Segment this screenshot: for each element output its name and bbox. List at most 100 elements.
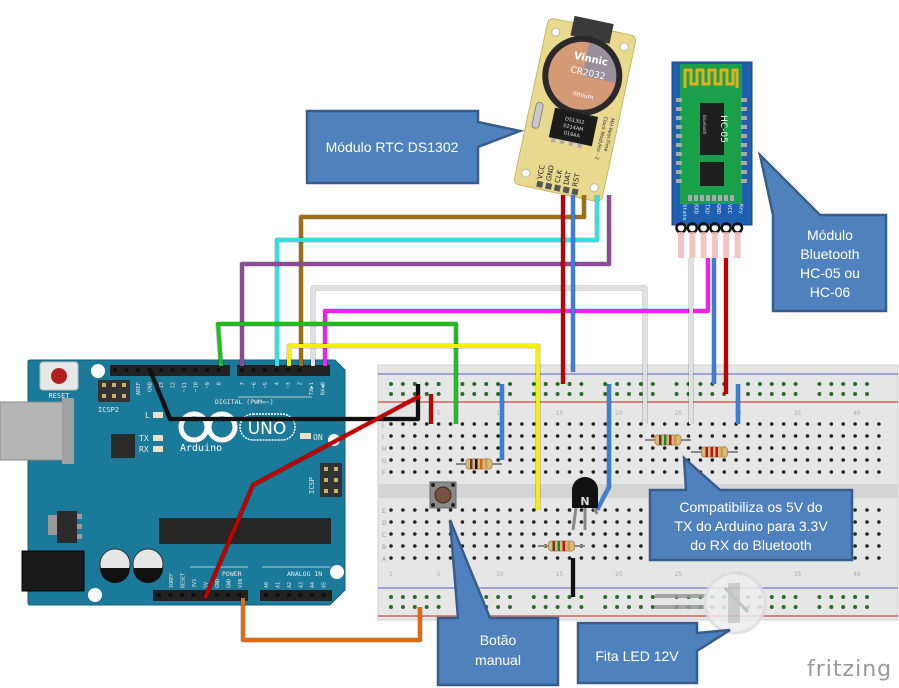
rail-hole[interactable] <box>793 605 798 609</box>
breadboard-hole[interactable] <box>877 470 881 474</box>
breadboard-hole[interactable] <box>639 508 643 512</box>
breadboard-hole[interactable] <box>567 470 572 474</box>
breadboard-hole[interactable] <box>520 458 524 462</box>
rail-hole[interactable] <box>698 392 703 396</box>
breadboard-hole[interactable] <box>627 544 631 548</box>
breadboard-hole[interactable] <box>555 508 560 512</box>
breadboard-hole[interactable] <box>567 446 572 450</box>
rail-hole[interactable] <box>424 595 429 599</box>
rail-hole[interactable] <box>496 595 501 599</box>
breadboard-hole[interactable] <box>389 458 393 462</box>
rail-hole[interactable] <box>400 382 405 386</box>
breadboard-hole[interactable] <box>484 556 489 560</box>
breadboard-hole[interactable] <box>496 470 500 474</box>
header-pin[interactable] <box>170 368 175 372</box>
breadboard-hole[interactable] <box>508 434 512 438</box>
breadboard-hole[interactable] <box>758 422 762 426</box>
rail-hole[interactable] <box>638 595 643 599</box>
wire-orange-vin[interactable] <box>241 598 422 642</box>
header-pin[interactable] <box>168 593 173 597</box>
breadboard-hole[interactable] <box>579 470 584 474</box>
breadboard-hole[interactable] <box>853 532 857 536</box>
rail-hole[interactable] <box>865 382 869 386</box>
breadboard-hole[interactable] <box>413 470 417 474</box>
breadboard-hole[interactable] <box>734 470 738 474</box>
breadboard-hole[interactable] <box>401 508 405 512</box>
breadboard-hole[interactable] <box>829 470 834 474</box>
breadboard-hole[interactable] <box>496 434 500 438</box>
rail-hole[interactable] <box>650 595 655 599</box>
breadboard-hole[interactable] <box>710 458 715 462</box>
breadboard-hole[interactable] <box>567 532 572 536</box>
breadboard-hole[interactable] <box>710 470 715 474</box>
breadboard-hole[interactable] <box>520 446 524 450</box>
breadboard-hole[interactable] <box>722 434 726 438</box>
breadboard-hole[interactable] <box>413 446 417 450</box>
breadboard-hole[interactable] <box>805 422 810 426</box>
breadboard-hole[interactable] <box>627 434 631 438</box>
breadboard-hole[interactable] <box>567 434 572 438</box>
breadboard-hole[interactable] <box>817 422 822 426</box>
header-pin[interactable] <box>191 593 196 597</box>
breadboard-hole[interactable] <box>579 458 584 462</box>
breadboard-hole[interactable] <box>424 434 429 438</box>
header-pin[interactable] <box>264 593 268 597</box>
rail-hole[interactable] <box>484 595 489 599</box>
breadboard-hole[interactable] <box>543 422 548 426</box>
breadboard-hole[interactable] <box>436 446 441 450</box>
breadboard-hole[interactable] <box>758 458 762 462</box>
breadboard-hole[interactable] <box>698 458 703 462</box>
breadboard-hole[interactable] <box>496 556 500 560</box>
header-pin[interactable] <box>136 368 140 372</box>
breadboard-hole[interactable] <box>389 434 393 438</box>
breadboard-hole[interactable] <box>841 470 845 474</box>
breadboard-hole[interactable] <box>389 544 393 548</box>
rail-hole[interactable] <box>424 382 429 386</box>
breadboard-hole[interactable] <box>615 422 619 426</box>
rail-hole[interactable] <box>400 392 405 396</box>
breadboard-hole[interactable] <box>448 446 453 450</box>
wire-purple-rst[interactable] <box>240 195 611 366</box>
breadboard-hole[interactable] <box>865 434 869 438</box>
breadboard-hole[interactable] <box>484 508 489 512</box>
rail-hole[interactable] <box>508 382 512 386</box>
rail-hole[interactable] <box>829 595 834 599</box>
rail-hole[interactable] <box>853 605 858 609</box>
breadboard-hole[interactable] <box>639 544 643 548</box>
breadboard-hole[interactable] <box>579 434 584 438</box>
breadboard-hole[interactable] <box>555 532 560 536</box>
breadboard-hole[interactable] <box>853 508 857 512</box>
breadboard-hole[interactable] <box>555 458 560 462</box>
breadboard-hole[interactable] <box>710 434 715 438</box>
breadboard-hole[interactable] <box>829 422 834 426</box>
breadboard-hole[interactable] <box>865 556 869 560</box>
breadboard-hole[interactable] <box>460 508 465 512</box>
breadboard-hole[interactable] <box>484 544 489 548</box>
breadboard-hole[interactable] <box>532 532 536 536</box>
breadboard-hole[interactable] <box>639 532 643 536</box>
breadboard-hole[interactable] <box>532 508 536 512</box>
rail-hole[interactable] <box>781 382 786 386</box>
breadboard-hole[interactable] <box>555 446 560 450</box>
breadboard-hole[interactable] <box>496 458 500 462</box>
breadboard-hole[interactable] <box>401 422 405 426</box>
header-pin[interactable] <box>297 368 302 372</box>
breadboard-hole[interactable] <box>424 458 429 462</box>
breadboard-hole[interactable] <box>758 446 762 450</box>
rail-hole[interactable] <box>829 605 834 609</box>
breadboard-hole[interactable] <box>603 434 607 438</box>
breadboard-hole[interactable] <box>401 446 405 450</box>
breadboard-hole[interactable] <box>627 458 631 462</box>
breadboard-hole[interactable] <box>793 434 798 438</box>
breadboard-hole[interactable] <box>532 556 536 560</box>
rail-hole[interactable] <box>769 605 774 609</box>
breadboard-hole[interactable] <box>758 470 762 474</box>
breadboard-hole[interactable] <box>674 458 679 462</box>
breadboard-hole[interactable] <box>389 532 393 536</box>
header-pin[interactable] <box>275 593 280 597</box>
rail-hole[interactable] <box>436 392 441 396</box>
rail-hole[interactable] <box>638 392 643 396</box>
breadboard-hole[interactable] <box>639 556 643 560</box>
breadboard-hole[interactable] <box>603 532 607 536</box>
rail-hole[interactable] <box>555 605 560 609</box>
